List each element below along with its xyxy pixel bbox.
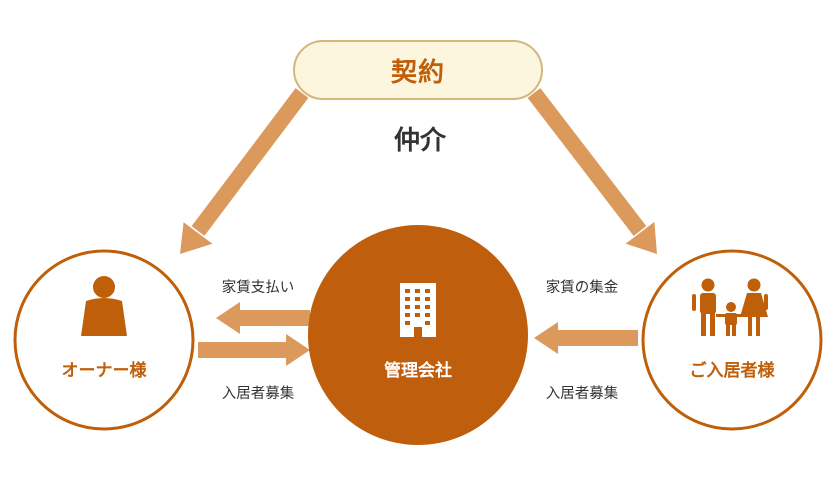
tenant-recruit-label: 入居者募集: [545, 386, 619, 402]
tenant-node: [641, 249, 823, 431]
arrow-contract-to-tenant: [527, 88, 657, 254]
arrow-tenant-to-management: [534, 322, 638, 354]
rent-payment-label: 家賃支払い: [221, 280, 295, 296]
management-label: 管理会社: [384, 361, 452, 381]
tenant-label: ご入居者様: [689, 361, 775, 381]
rent-collection-label: 家賃の集金: [545, 280, 619, 296]
arrow-owner-to-management: [198, 334, 310, 366]
arrow-contract-to-owner: [180, 88, 309, 254]
owner-recruit-label: 入居者募集: [221, 386, 295, 402]
owner-node: [13, 249, 195, 431]
building-icon: [400, 283, 436, 337]
contract-label: 契約: [390, 57, 445, 88]
contract-box: 契約: [293, 40, 543, 100]
family-icon: [692, 278, 768, 336]
owner-label: オーナー様: [61, 361, 147, 381]
arrow-management-to-owner: [216, 302, 310, 334]
person-icon: [81, 276, 127, 336]
mediation-label: 仲介: [393, 126, 446, 156]
